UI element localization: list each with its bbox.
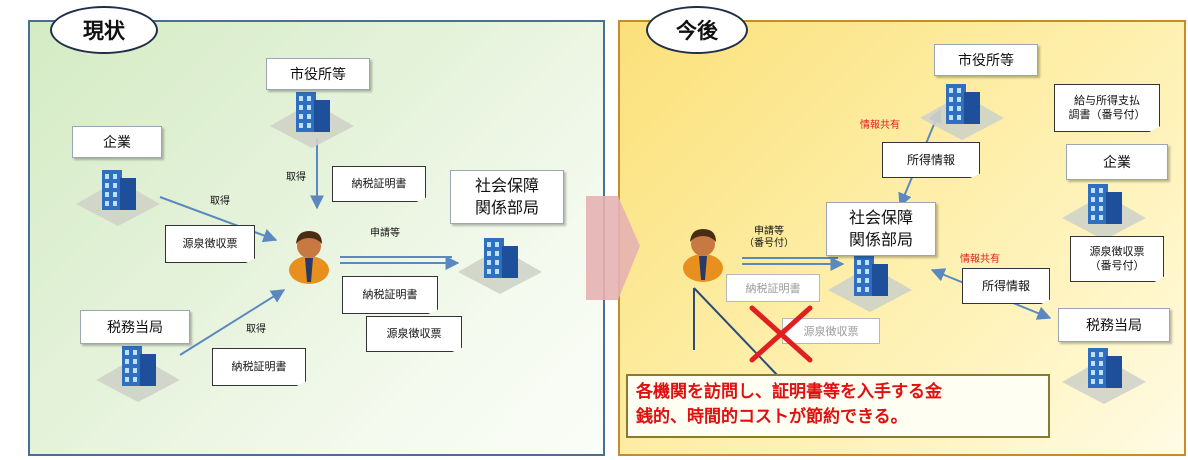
- city-office-label: 市役所等: [266, 58, 370, 90]
- building-icon: [828, 256, 912, 312]
- company-label: 企業: [72, 126, 162, 158]
- withholding-slip-faded: 源泉徴収票: [782, 318, 880, 344]
- tax-certificate-faded: 納税証明書: [726, 274, 820, 302]
- obtain-label-tax: 取得: [246, 324, 266, 335]
- income-info-note-bottom: 所得情報: [962, 268, 1050, 304]
- arrow-tax-to-person: [179, 289, 286, 356]
- callout-pointer-right: [693, 287, 781, 379]
- arrow-company-to-person: [159, 196, 278, 243]
- social-security-dept-label: 社会保障 関係部局: [450, 170, 564, 224]
- obtain-label-company: 取得: [210, 196, 230, 207]
- apply-numbered-label: 申請等 （番号付）: [744, 226, 794, 249]
- withholding-slip-note: 源泉徴収票: [165, 225, 255, 263]
- building-icon: [270, 92, 354, 148]
- tax-authority-label: 税務当局: [80, 310, 190, 344]
- withholding-slip-numbered-note: 源泉徴収票 （番号付）: [1070, 236, 1164, 282]
- city-office-label-right: 市役所等: [934, 44, 1038, 76]
- salary-payment-report-note: 給与所得支払 調書（番号付）: [1054, 84, 1160, 132]
- obtain-label-city: 取得: [286, 172, 306, 183]
- tax-certificate-note-tax: 納税証明書: [212, 348, 306, 386]
- person-icon: [683, 229, 723, 282]
- tax-authority-label-right: 税務当局: [1058, 308, 1170, 342]
- current-title: 現状: [50, 6, 158, 54]
- tax-certificate-note-city: 納税証明書: [332, 166, 426, 202]
- future-title: 今後: [646, 6, 748, 54]
- withholding-slip-note-apply: 源泉徴収票: [366, 316, 462, 352]
- income-info-note-top: 所得情報: [882, 142, 980, 178]
- cost-saving-callout: 各機関を訪問し、証明書等を入手する金 銭的、時間的コストが節約できる。: [626, 374, 1050, 438]
- building-icon: [76, 170, 160, 226]
- building-icon: [1062, 348, 1146, 404]
- building-icon: [1062, 184, 1146, 240]
- info-sharing-label-top: 情報共有: [860, 120, 900, 131]
- company-label-right: 企業: [1066, 144, 1168, 180]
- person-icon: [289, 231, 329, 284]
- building-icon: [96, 346, 180, 402]
- info-sharing-label-bottom: 情報共有: [960, 254, 1000, 265]
- building-icon: [458, 238, 542, 294]
- building-icon: [920, 84, 1004, 140]
- tax-certificate-note-apply: 納税証明書: [342, 276, 438, 314]
- apply-label: 申請等: [370, 228, 400, 239]
- social-security-dept-label-right: 社会保障 関係部局: [826, 202, 936, 256]
